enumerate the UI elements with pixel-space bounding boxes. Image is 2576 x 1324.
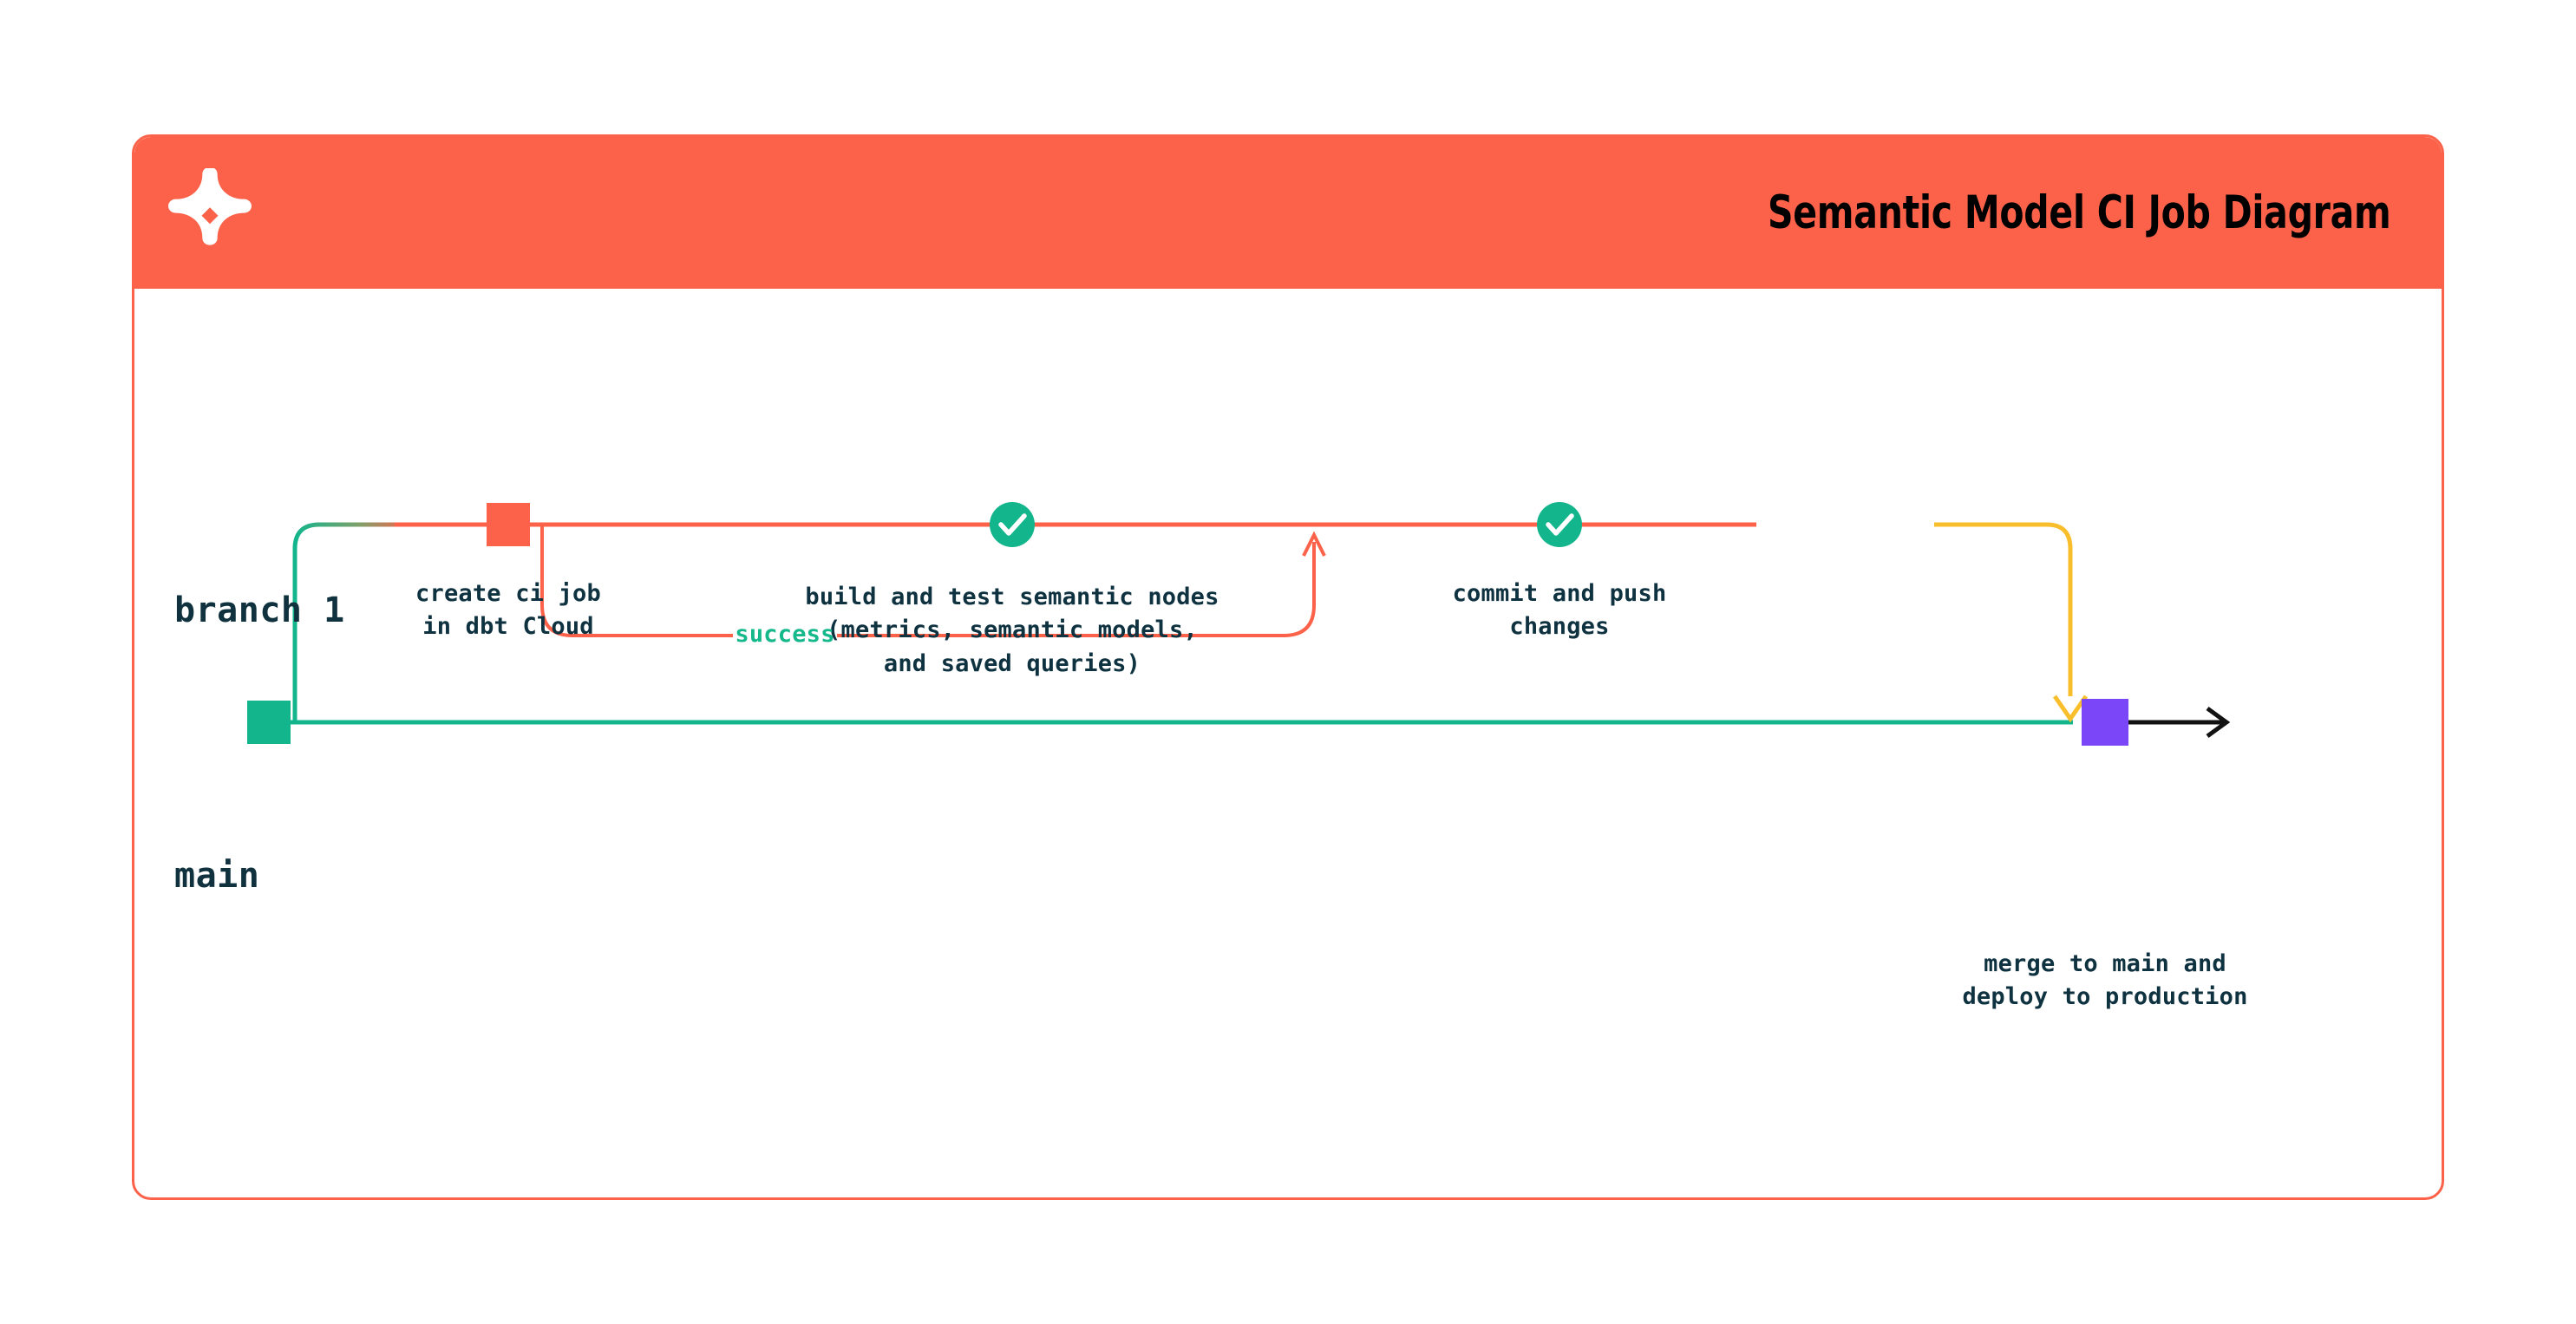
merge-commit-square-icon (2082, 699, 2128, 746)
node-caption-merge-to-main: merge to main and deploy to production (1962, 950, 2248, 1011)
diagram-header: Semantic Model CI Job Diagram (134, 137, 2442, 289)
diagram-canvas: branch 1 main create ci job in dbt Cloud… (134, 289, 2442, 1197)
page-title: Semantic Model CI Job Diagram (1768, 186, 2391, 239)
branch-off-connector (292, 522, 415, 725)
dbt-x-logo-icon (168, 166, 252, 251)
node-marker-create-ci-job (487, 503, 530, 546)
success-loop-label: success (735, 621, 835, 648)
commit-square-icon (247, 701, 291, 744)
lane-label-branch-1: branch 1 (174, 590, 345, 630)
node-caption-create-ci-job: create ci job in dbt Cloud (415, 580, 601, 641)
lane-label-main: main (174, 856, 260, 896)
node-caption-build-and-test: build and test semantic nodes (metrics, … (805, 584, 1219, 677)
node-marker-commit-and-push (1537, 502, 1582, 547)
node-marker-build-and-test (990, 502, 1035, 547)
diagram-card: Semantic Model CI Job Diagram (132, 134, 2444, 1200)
merge-connector (1934, 522, 2089, 723)
arrow-right-icon (2128, 706, 2231, 739)
success-loop-path (540, 525, 1326, 637)
node-caption-commit-and-push: commit and push changes (1452, 580, 1667, 641)
